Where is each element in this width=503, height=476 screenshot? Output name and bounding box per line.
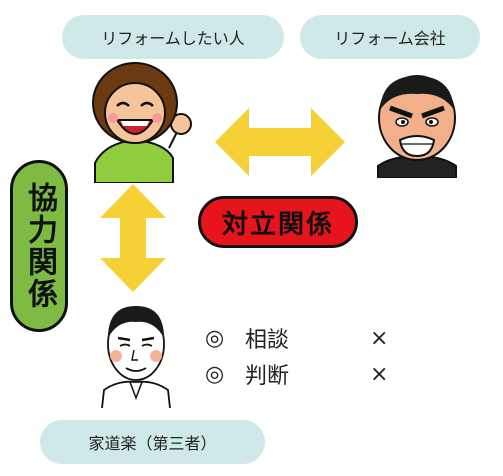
cooperation-badge: 協力関係: [10, 160, 68, 332]
conflict-arrow-icon: [215, 108, 345, 176]
woman-figure: [92, 62, 192, 183]
conflict-text: 対立関係: [221, 209, 334, 240]
cross-mark-icon: ×: [370, 361, 389, 387]
role-row-consult: ◎ 相談 ×: [205, 322, 388, 354]
role-text: 判断: [245, 364, 290, 389]
label-person-wanting-reform: リフォームしたい人: [62, 15, 284, 59]
cooperation-arrow-icon: [100, 184, 166, 292]
role-text: 相談: [245, 328, 290, 353]
conflict-badge: 対立関係: [198, 196, 358, 248]
third-party-man-figure: [101, 306, 171, 408]
label-reform-company: リフォーム会社: [300, 15, 480, 59]
role-row-judge: ◎ 判断 ×: [205, 358, 388, 390]
angry-man-figure: [377, 75, 457, 178]
label-third-party-text: 家道楽（第三者）: [88, 434, 217, 453]
double-circle-icon: ◎: [205, 325, 225, 351]
label-third-party: 家道楽（第三者）: [40, 420, 265, 464]
cross-mark-icon: ×: [370, 325, 389, 351]
cooperation-text: 協力関係: [22, 182, 57, 310]
double-circle-icon: ◎: [205, 361, 225, 387]
label-reform-company-text: リフォーム会社: [334, 29, 446, 48]
label-person-wanting-reform-text: リフォームしたい人: [101, 29, 245, 48]
